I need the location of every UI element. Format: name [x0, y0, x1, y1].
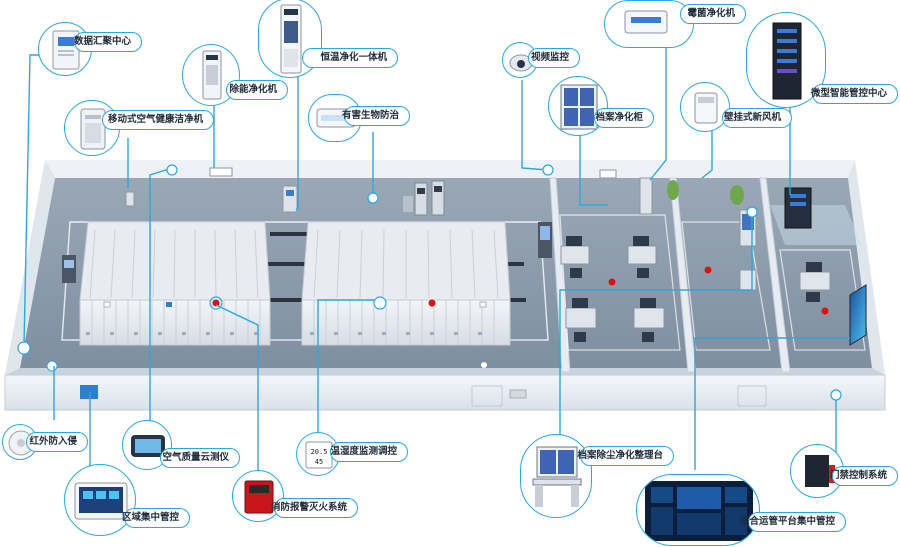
left-wall [5, 160, 55, 375]
dehumidify-label: 除能净化机 [229, 84, 277, 95]
video-badge [502, 42, 538, 78]
server-tower-icon [52, 30, 80, 70]
air-quality-callout: 空气质量云测仪 [160, 448, 240, 468]
right-wall [848, 160, 885, 375]
floor-rails [266, 232, 526, 302]
air-monitor-badge [122, 420, 172, 470]
fire-panel-icon [244, 480, 274, 514]
front-wall [4, 374, 886, 411]
regional-control-badge [64, 464, 136, 536]
shelving-block-left [79, 221, 271, 346]
air-quality-label: 空气质量云测仪 [162, 452, 229, 463]
air-purifier-icon [80, 108, 106, 150]
fire-callout: 消防报警灭火系统 [270, 498, 358, 518]
mobile-air-label: 移动式空气健康洁净机 [107, 114, 203, 125]
dust-table-badge [520, 434, 592, 518]
svg-text:20.5: 20.5 [311, 448, 328, 456]
dehumidifier-icon [202, 50, 222, 100]
access-label: 门禁控制系统 [829, 470, 887, 481]
alarm-dots [212, 266, 829, 315]
reading-room-desks [560, 236, 831, 342]
data-center-label: 数据汇聚中心 [73, 36, 131, 47]
svg-text:45: 45 [315, 458, 323, 466]
regional-callout: 区域集中管控 [121, 508, 190, 528]
back-wall-machines [62, 167, 653, 283]
air-monitor-icon [131, 435, 165, 457]
camera-icon [509, 54, 533, 72]
fire-label: 消防报警灭火系统 [270, 502, 347, 513]
micro-control-callout: 微型智能管控中心 [810, 84, 898, 104]
pest-control-callout: 有害生物防治 [341, 106, 410, 126]
partition-2 [669, 177, 697, 373]
mold-purifier-badge [604, 0, 694, 48]
archive-cabinet-label: 档案净化柜 [595, 112, 643, 123]
platform-label: 综合运管平台集中管控 [739, 516, 835, 527]
archive-cabinet-badge [548, 76, 608, 136]
workbench-icon [532, 446, 582, 507]
access-callout: 门禁控制系统 [829, 466, 898, 486]
video-label: 视频监控 [530, 52, 569, 63]
pest-control-label: 有害生物防治 [341, 110, 399, 121]
constant-temp-callout: 恒温净化一体机 [302, 48, 398, 68]
dust-table-label: 档案除尘净化整理台 [577, 450, 663, 461]
dust-table-callout: 档案除尘净化整理台 [577, 446, 674, 466]
data-center-badge [38, 22, 92, 76]
platform-callout: 综合运管平台集中管控 [740, 512, 846, 532]
temp-humidity-callout: 温湿度监测调控 [330, 442, 408, 462]
mold-label: 霉菌净化机 [687, 8, 735, 19]
fresh-air-badge [680, 82, 730, 132]
wall-fresh-air-callout: 壁挂式新风机 [722, 108, 792, 128]
control-panel-icon [74, 482, 128, 520]
cabinet-icon [560, 84, 598, 130]
server-rack-icon [772, 22, 802, 100]
connector-lines [23, 20, 850, 486]
infrared-callout: 红外防入侵 [26, 432, 88, 452]
video-callout: 视频监控 [528, 48, 580, 68]
mold-purifier-icon [624, 10, 668, 34]
archive-cabinet-callout: 档案净化柜 [594, 108, 654, 128]
platform-badge [636, 474, 760, 546]
temp-humidity-label: 温湿度监测调控 [330, 446, 397, 457]
dehumidify-callout: 除能净化机 [226, 80, 288, 100]
data-center-callout: 数据汇聚中心 [74, 32, 142, 52]
purifier-tower-icon [280, 4, 302, 74]
regional-label: 区域集中管控 [121, 512, 179, 523]
shelving-block-right [301, 221, 511, 346]
back-wall [45, 160, 855, 178]
mold-callout: 霉菌净化机 [680, 4, 746, 24]
partition-1 [549, 177, 571, 373]
dashboard-icon [645, 481, 753, 541]
micro-control-label: 微型智能管控中心 [810, 88, 887, 99]
partition-3 [759, 177, 791, 373]
infrared-label: 红外防入侵 [29, 436, 77, 447]
thermo-display-icon: 20.5 45 [305, 441, 333, 469]
wall-fresh-air-label: 壁挂式新风机 [723, 112, 781, 123]
mobile-air-callout: 移动式空气健康洁净机 [102, 110, 214, 130]
fresh-air-icon [694, 92, 718, 124]
constant-temp-label: 恒温净化一体机 [320, 52, 387, 63]
